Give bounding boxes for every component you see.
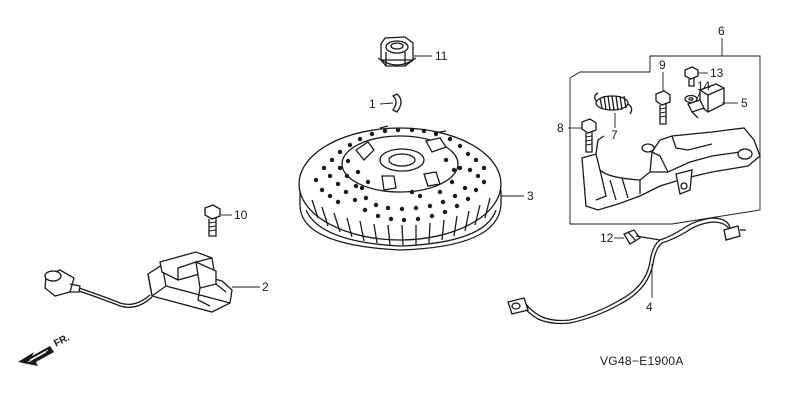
flywheel (298, 125, 502, 251)
callout-3: 3 (527, 189, 534, 203)
brake-assembly-frame (569, 55, 761, 225)
wire-clamp (623, 229, 641, 245)
drawing-code: VG48−E1900A (600, 354, 684, 368)
ignition-coil (44, 251, 233, 313)
callout-5: 5 (741, 96, 748, 110)
callout-6: 6 (718, 24, 725, 38)
callout-11: 11 (435, 49, 448, 63)
callout-2: 2 (262, 280, 269, 294)
callout-9: 9 (659, 58, 666, 72)
front-direction-marker: FR. (18, 332, 72, 366)
callout-4: 4 (646, 300, 653, 314)
bolt-10 (204, 204, 221, 237)
stop-switch-wire (507, 217, 746, 325)
callout-12: 12 (600, 231, 614, 245)
leader-lines (221, 38, 738, 298)
screw-13 (684, 66, 699, 87)
flywheel-nut (377, 36, 417, 67)
flywheel-holes (313, 127, 487, 223)
callout-1: 1 (369, 97, 376, 111)
callout-10: 10 (234, 208, 248, 222)
callout-14: 14 (697, 79, 711, 93)
bolt-8 (581, 118, 597, 153)
front-marker-label: FR. (52, 332, 72, 349)
bolt-9 (655, 90, 671, 125)
callout-13: 13 (710, 66, 724, 80)
callouts: 1 2 3 4 5 6 7 8 9 10 11 12 13 14 (234, 24, 748, 314)
flywheel-key (391, 93, 402, 113)
brake-arm-plate (581, 127, 761, 211)
callout-7: 7 (611, 128, 618, 142)
callout-8: 8 (557, 121, 564, 135)
flywheel-fins (311, 197, 491, 246)
brake-spring (594, 92, 633, 115)
stop-switch (687, 83, 725, 119)
